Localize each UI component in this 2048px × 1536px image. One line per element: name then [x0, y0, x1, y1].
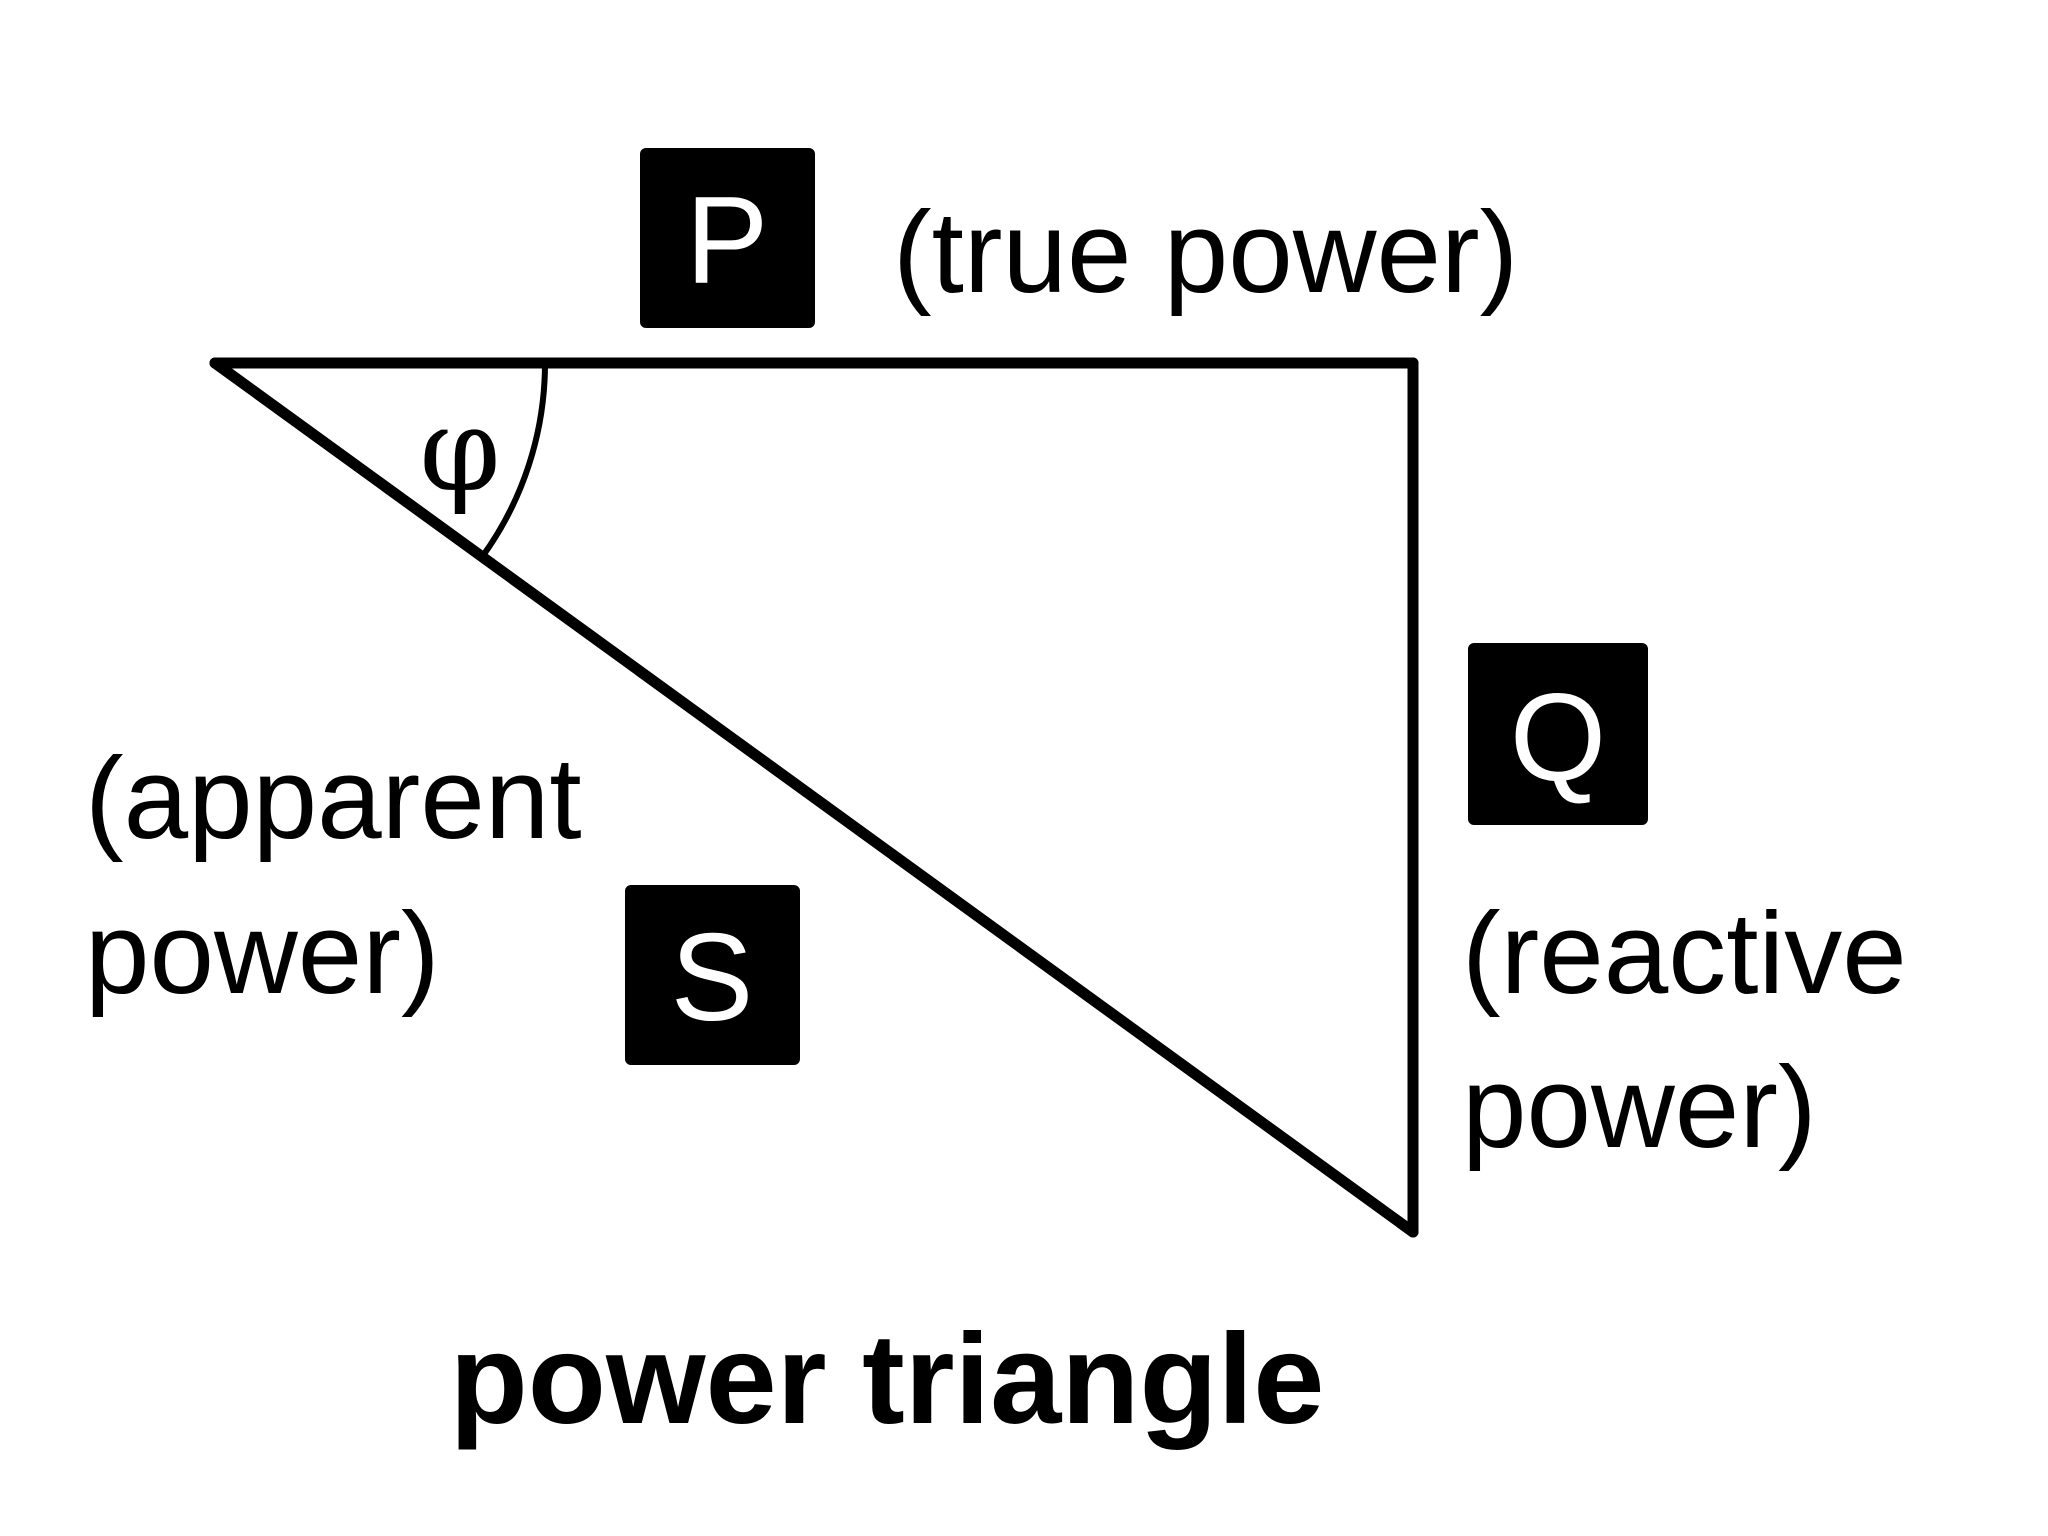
reactive-power-box — [1468, 643, 1648, 825]
angle-phi-label: φ — [419, 383, 500, 518]
apparent-power-caption-line1: (apparent — [85, 733, 582, 863]
angle-arc — [479, 362, 548, 559]
true-power-symbol: P — [686, 172, 769, 310]
apparent-power-symbol: S — [671, 909, 754, 1047]
reactive-power-caption-line1: (reactive — [1462, 888, 1907, 1018]
apparent-power-symbol-box: S — [625, 885, 800, 1065]
apparent-power-edge — [209, 357, 1419, 1238]
true-power-box — [640, 148, 815, 328]
reactive-power-symbol: Q — [1510, 669, 1606, 807]
true-power-symbol-box: P — [640, 148, 815, 328]
true-power-caption: (true power) — [893, 187, 1518, 317]
apparent-power-caption-line2: power) — [85, 888, 440, 1018]
apparent-power-box — [625, 885, 800, 1065]
reactive-power-caption-line2: power) — [1462, 1042, 1817, 1172]
reactive-power-symbol-box: Q — [1468, 643, 1648, 825]
diagram-title: power triangle — [450, 1308, 1325, 1451]
